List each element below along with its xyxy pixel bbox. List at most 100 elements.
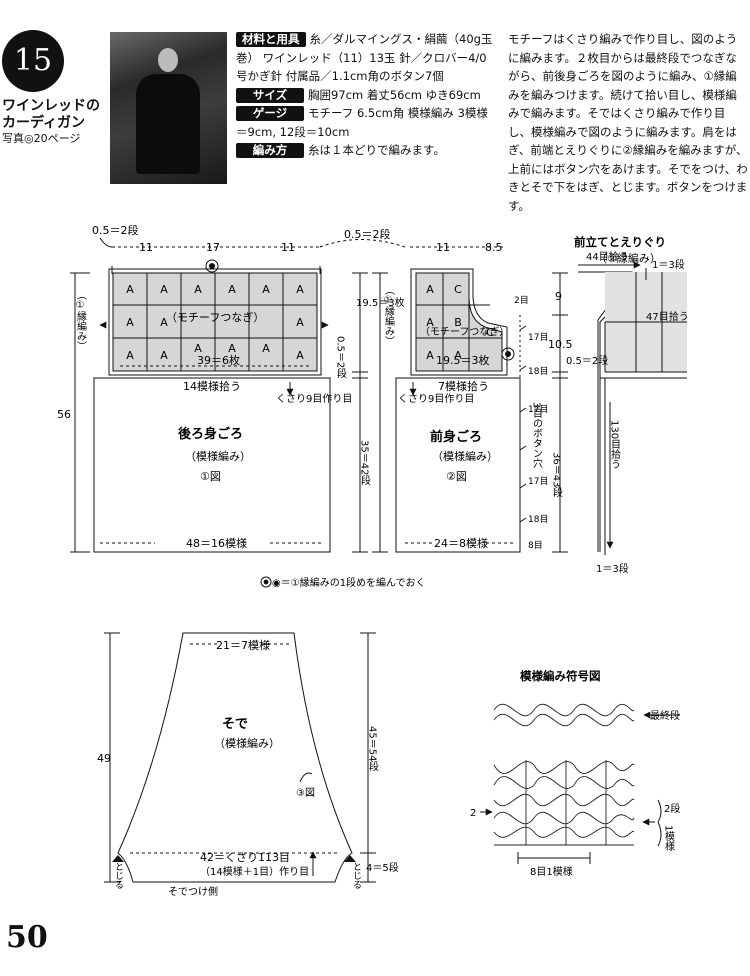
front-start-chain: くさり9目作り目 — [398, 393, 474, 405]
materials-row: 材料と用具糸／ダルマイングス・絹繭（40g玉巻） ワインレッド（11）13玉 針… — [236, 30, 498, 86]
buttonhole-mark-7: 8目 — [528, 540, 543, 551]
back-stitch: （模様編み） — [185, 449, 251, 463]
back-height-total: 56 — [57, 408, 71, 421]
symbol-chart-repeat: 1模様 — [663, 825, 675, 851]
symbol-chart-repeat-width: 8目1模様 — [530, 865, 573, 878]
back-motif-a-1: A — [126, 283, 134, 296]
buttonhole-mark-6: 18目 — [528, 514, 548, 525]
buttonhole-mark-5: 17目 — [528, 476, 548, 487]
back-top-dim-2: 11 — [139, 241, 153, 254]
back-bottom-dim: 48＝16模様 — [186, 536, 247, 550]
front-motif-width: 19.5＝3枚 — [436, 353, 490, 367]
front-height-border: 0.5＝2段 — [566, 354, 608, 367]
materials-text: 糸／ダルマイングス・絹繭（40g玉巻） ワインレッド（11）13玉 針／クロバー… — [236, 32, 493, 83]
back-motif-a-5: A — [262, 283, 270, 296]
back-start-chain: くさり9目作り目 — [276, 393, 352, 405]
buttonhole-mark-2: 17目 — [528, 332, 548, 343]
symbol-chart-title: 模様編み符号図 — [520, 669, 601, 683]
gauge-text: モチーフ 6.5cm角 模様編み 3模様＝9cm, 12段＝10cm — [236, 106, 488, 139]
front-piece-name: 前身ごろ — [430, 429, 482, 445]
back-motif-a-13: A — [228, 342, 236, 355]
page-number: 50 — [6, 920, 48, 955]
sleeve-fig: ③図 — [296, 787, 315, 799]
method-label: 編み方 — [236, 143, 304, 158]
edging-rows-bottom: 1＝3段 — [596, 562, 629, 575]
sleeve-stitch: （模様編み） — [214, 736, 280, 750]
front-motif-2: C — [454, 283, 462, 296]
symbol-chart-last-row: 最終段 — [650, 709, 680, 722]
sleeve-bottom-chain-2: （14模様＋1目）作り目 — [200, 865, 309, 878]
front-top-dim-2: 8.5 — [485, 241, 503, 254]
front-height-motif: 10.5 — [548, 338, 573, 351]
back-motif-a-9: A — [296, 316, 304, 329]
back-top-dim-4: 11 — [281, 241, 295, 254]
gauge-label: ゲージ — [236, 106, 304, 121]
front-motif-5: C — [486, 326, 494, 339]
back-piece-name: 後ろ身ごろ — [178, 426, 243, 442]
gauge-row: ゲージモチーフ 6.5cm角 模様編み 3模様＝9cm, 12段＝10cm — [236, 104, 498, 141]
back-motif-a-4: A — [228, 283, 236, 296]
back-height-pattern: 35＝42段 — [359, 440, 371, 486]
method-row: 編み方糸は１本どりで編みます。 — [236, 141, 498, 160]
buttonhole-mark-4: 17目 — [528, 404, 548, 415]
front-motif-1: A — [426, 283, 434, 296]
buttonhole-label: 3目のボタン穴 — [531, 402, 543, 469]
photo-reference: 写真◎20ページ — [2, 132, 81, 145]
back-fig: ①図 — [200, 470, 221, 483]
front-height-top: 9 — [555, 290, 562, 303]
instructions-text: モチーフはくさり編みで作り目し、図のように編みます。２枚目からは最終段でつなぎな… — [508, 32, 748, 213]
edging-sub: （②縁編み） — [596, 251, 661, 265]
buttonhole-mark-1: 2目 — [514, 295, 529, 306]
back-motif-a-14: A — [262, 342, 270, 355]
symbol-chart-rows: 2段 — [664, 802, 680, 815]
back-motif-a-10: A — [126, 349, 134, 362]
front-motif-6: A — [426, 349, 434, 362]
shoulder-gap-dim: 0.5＝2段 — [344, 227, 391, 241]
size-label: サイズ — [236, 87, 304, 103]
sleeve-top-dim: 21＝7模様 — [216, 638, 270, 652]
edging-title: 前立てとえりぐり — [574, 235, 666, 249]
back-height-border: 0.5＝2段 — [335, 336, 347, 379]
back-motif-a-2: A — [160, 283, 168, 296]
front-fig: ②図 — [446, 470, 467, 483]
sleeve-tojiru-left: とじる — [113, 862, 123, 889]
back-motif-join: （モチーフつなぎ） — [166, 310, 264, 324]
back-motif-a-7: A — [126, 316, 134, 329]
front-motif-join: （モチーフつなぎ） — [420, 325, 509, 338]
edging-pick-44: 44目拾う — [586, 250, 629, 263]
front-height-pattern: 36＝43段 — [551, 452, 563, 498]
note-circle-dot: ◉＝①縁編みの1段めを編んでおく — [272, 576, 426, 589]
edging-pick-130: 130目拾う — [609, 420, 621, 469]
specs-block: 材料と用具糸／ダルマイングス・絹繭（40g玉巻） ワインレッド（11）13玉 針… — [236, 30, 498, 160]
sleeve-name: そで — [222, 717, 248, 732]
symbol-chart-arrow-label: 2 — [470, 808, 476, 819]
materials-label: 材料と用具 — [236, 32, 306, 47]
method-text: 糸は１本どりで編みます。 — [308, 143, 445, 157]
front-bottom-dim: 24＝8模様 — [434, 536, 488, 550]
front-pickup: 7模様拾う — [438, 379, 489, 393]
edging-rows-top: 1＝3段 — [652, 258, 685, 271]
sleeve-tojiru-right: とじる — [351, 862, 361, 889]
front-motif-3: A — [426, 316, 434, 329]
back-motif-a-6: A — [296, 283, 304, 296]
sleeve-height-total: 49 — [97, 752, 111, 765]
back-motif-a-11: A — [160, 349, 168, 362]
sleeve-bottom-chain: 42＝くさり113目 — [200, 851, 290, 864]
front-motif-7: A — [454, 349, 462, 362]
pattern-title: ワインレッドの カーディガン — [2, 98, 100, 131]
sleeve-height-bottom: 4＝5段 — [366, 861, 399, 874]
back-motif-a-12: A — [194, 342, 202, 355]
back-top-dim-1: 0.5＝2段 — [92, 223, 139, 237]
front-stitch: （模様編み） — [432, 449, 498, 463]
edging-pick-47: 47目拾う — [646, 310, 689, 323]
front-top-dim-1: 11 — [436, 241, 450, 254]
sleeve-attach-side: そでつけ側 — [168, 885, 218, 898]
back-motif-width: 39＝6枚 — [197, 353, 240, 367]
size-text: 胸囲97cm 着丈56cm ゆき69cm — [308, 87, 481, 102]
back-edge-note: （①縁編み） — [75, 290, 87, 351]
model-photo — [110, 32, 227, 184]
front-motif-4: B — [454, 316, 462, 329]
sleeve-height-pattern: 45＝54段 — [367, 726, 379, 772]
size-row: サイズ胸囲97cm 着丈56cm ゆき69cm — [236, 86, 498, 105]
